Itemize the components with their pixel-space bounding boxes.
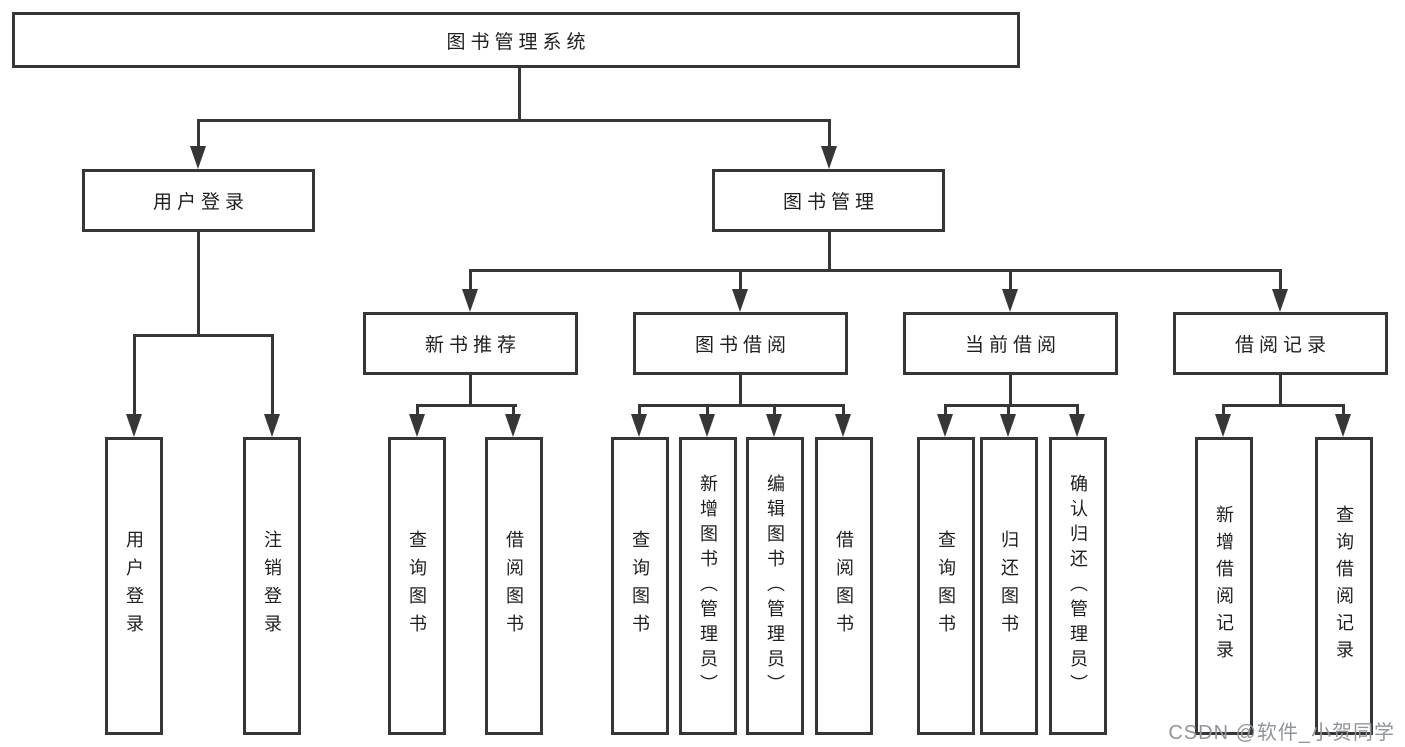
connector-split	[416, 404, 517, 407]
connector-arrow-shaft	[1009, 269, 1012, 291]
node-label: 借阅图书	[834, 530, 854, 642]
connector-arrow-shaft	[271, 334, 274, 416]
arrow-down-icon	[409, 414, 425, 437]
leaf-query-books-recommend: 查询图书	[388, 437, 446, 735]
leaf-add-books-admin: 新增图书（管理员）	[679, 437, 737, 735]
node-library-management-system: 图书管理系统	[12, 12, 1020, 68]
node-new-book-recommendation: 新书推荐	[363, 312, 578, 375]
node-label: 查询借阅记录	[1334, 505, 1354, 667]
leaf-confirm-return-admin: 确认归还（管理员）	[1049, 437, 1107, 735]
leaf-query-borrow-record: 查询借阅记录	[1315, 437, 1373, 735]
leaf-query-books-current: 查询图书	[917, 437, 975, 735]
connector-arrow-shaft	[197, 119, 200, 148]
connector-arrow-shaft	[842, 404, 845, 416]
node-label: 当前借阅	[964, 335, 1061, 356]
node-label: 新增借阅记录	[1214, 505, 1234, 667]
connector-arrow-shaft	[828, 119, 831, 148]
node-label: 编辑图书（管理员）	[765, 473, 785, 699]
connector-book-management-stem	[828, 232, 831, 271]
connector-arrow-shaft	[944, 404, 947, 416]
node-label: 查询图书	[630, 530, 650, 642]
leaf-query-books-borrowing: 查询图书	[611, 437, 669, 735]
connector-stem	[469, 375, 472, 406]
arrow-down-icon	[937, 414, 953, 437]
connector-arrow-shaft	[1007, 404, 1010, 416]
leaf-borrow-books-recommend: 借阅图书	[485, 437, 543, 735]
connector-arrow-shaft	[416, 404, 419, 416]
arrow-down-icon	[1272, 289, 1288, 312]
node-label: 用户登录	[152, 192, 249, 213]
node-user-login: 用户登录	[82, 169, 315, 232]
leaf-return-books: 归还图书	[980, 437, 1038, 735]
connector-user-login-split	[133, 334, 274, 337]
watermark: CSDN @软件_小贺同学	[1168, 722, 1395, 744]
connector-arrow-shaft	[1342, 404, 1345, 416]
leaf-edit-books-admin: 编辑图书（管理员）	[746, 437, 804, 735]
node-label: 归还图书	[999, 530, 1019, 642]
arrow-down-icon	[631, 414, 647, 437]
arrow-down-icon	[1335, 414, 1351, 437]
arrow-down-icon	[1002, 289, 1018, 312]
leaf-add-borrow-record: 新增借阅记录	[1195, 437, 1253, 735]
arrow-down-icon	[126, 414, 142, 437]
connector-arrow-shaft	[773, 404, 776, 416]
arrow-down-icon	[766, 414, 782, 437]
leaf-user-login: 用户登录	[105, 437, 163, 735]
arrow-down-icon	[1215, 414, 1231, 437]
connector-arrow-shaft	[469, 269, 472, 291]
connector-stem	[739, 375, 742, 406]
arrow-down-icon	[1000, 414, 1016, 437]
connector-arrow-shaft	[1076, 404, 1079, 416]
connector-arrow-shaft	[638, 404, 641, 416]
connector-arrow-shaft	[133, 334, 136, 416]
node-label: 图书借阅	[694, 335, 791, 356]
connector-split	[944, 404, 1079, 407]
connector-arrow-shaft	[1279, 269, 1282, 291]
node-label: 注销登录	[262, 530, 282, 642]
leaf-logout: 注销登录	[243, 437, 301, 735]
arrow-down-icon	[835, 414, 851, 437]
node-label: 图书管理系统	[446, 31, 591, 53]
connector-root-split	[197, 119, 831, 122]
arrow-down-icon	[264, 414, 280, 437]
node-label: 新增图书（管理员）	[698, 473, 718, 699]
connector-split	[1222, 404, 1345, 407]
node-book-management: 图书管理	[712, 169, 945, 232]
node-borrowing-records: 借阅记录	[1173, 312, 1388, 375]
leaf-borrow-books: 借阅图书	[815, 437, 873, 735]
arrow-down-icon	[732, 289, 748, 312]
connector-stem	[1009, 375, 1012, 406]
node-label: 确认归还（管理员）	[1068, 473, 1088, 699]
arrow-down-icon	[190, 146, 206, 169]
arrow-down-icon	[505, 414, 521, 437]
node-label: 用户登录	[124, 530, 144, 642]
arrow-down-icon	[821, 146, 837, 169]
connector-arrow-shaft	[512, 404, 515, 416]
arrow-down-icon	[1069, 414, 1085, 437]
connector-stem	[1279, 375, 1282, 406]
connector-user-login-stem	[197, 232, 200, 336]
connector-arrow-shaft	[706, 404, 709, 416]
connector-book-management-split	[469, 269, 1282, 272]
connector-root-stem	[518, 68, 521, 121]
node-label: 查询图书	[936, 530, 956, 642]
node-current-borrowing: 当前借阅	[903, 312, 1118, 375]
node-label: 新书推荐	[424, 335, 521, 356]
node-label: 查询图书	[407, 530, 427, 642]
node-label: 图书管理	[782, 192, 879, 213]
node-book-borrowing: 图书借阅	[633, 312, 848, 375]
connector-arrow-shaft	[739, 269, 742, 291]
connector-arrow-shaft	[1222, 404, 1225, 416]
node-label: 借阅图书	[504, 530, 524, 642]
connector-split	[638, 404, 845, 407]
arrow-down-icon	[699, 414, 715, 437]
arrow-down-icon	[462, 289, 478, 312]
node-label: 借阅记录	[1234, 335, 1331, 356]
